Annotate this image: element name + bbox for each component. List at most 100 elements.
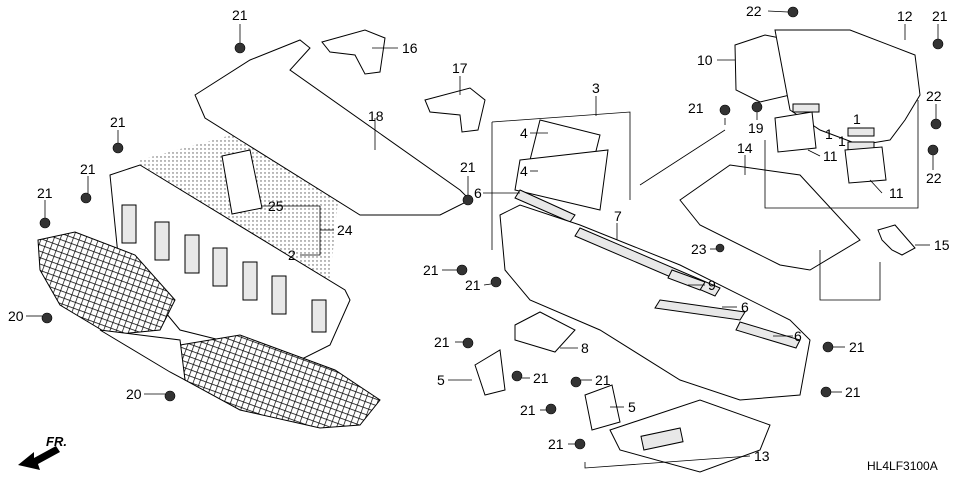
right-assembly bbox=[679, 29, 921, 271]
panel-slot bbox=[154, 221, 170, 261]
bolt-21 bbox=[456, 264, 468, 276]
bolt-21 bbox=[574, 438, 586, 450]
bolt-21 bbox=[39, 217, 51, 229]
callout-label: 13 bbox=[754, 448, 770, 464]
callout-label: 16 bbox=[402, 40, 418, 56]
callout-numbers: 21 16 17 18 21 21 21 25 24 2 20 20 3 4 4… bbox=[8, 3, 950, 464]
callout-label: 22 bbox=[746, 3, 762, 19]
clip-22 bbox=[927, 144, 939, 156]
strip-6c bbox=[735, 321, 801, 349]
callout-label: 21 bbox=[548, 436, 564, 452]
callout-label: 5 bbox=[628, 399, 636, 415]
callout-label: 14 bbox=[737, 140, 753, 156]
pad-11a bbox=[774, 111, 817, 153]
bracket-15 bbox=[877, 224, 916, 256]
clip-22 bbox=[930, 118, 942, 130]
floor-cover-assembly bbox=[37, 29, 486, 429]
strip-6b bbox=[654, 299, 746, 321]
bolt-21 bbox=[570, 376, 582, 388]
group-outline bbox=[764, 100, 919, 209]
callout-label: 21 bbox=[688, 100, 704, 116]
callout-label: 6 bbox=[794, 328, 802, 344]
callout-label: 22 bbox=[926, 88, 942, 104]
center-cover-assembly bbox=[474, 111, 811, 473]
callout-label: 21 bbox=[110, 114, 126, 130]
bolt-21 bbox=[820, 386, 832, 398]
callout-label: 11 bbox=[823, 148, 838, 164]
callout-label: 3 bbox=[592, 80, 600, 96]
callout-label: 22 bbox=[926, 170, 942, 186]
group-outline bbox=[491, 111, 631, 200]
bolt-21 bbox=[80, 192, 92, 204]
fasteners bbox=[39, 6, 944, 450]
front-direction-indicator: FR. bbox=[18, 434, 67, 470]
callout-label: 21 bbox=[849, 339, 865, 355]
seal-4b bbox=[514, 149, 609, 211]
bolt-21 bbox=[822, 341, 834, 353]
callout-label: 20 bbox=[8, 308, 24, 324]
callout-label: 18 bbox=[368, 108, 384, 124]
clip-5a bbox=[474, 349, 506, 396]
bolt-21 bbox=[112, 142, 124, 154]
callout-label: 21 bbox=[423, 262, 439, 278]
floor-mat-link bbox=[99, 329, 186, 381]
callout-label: 21 bbox=[465, 277, 481, 293]
bolt-21 bbox=[545, 403, 557, 415]
callout-label: 4 bbox=[520, 125, 528, 141]
callout-label: 21 bbox=[932, 8, 948, 24]
floor-mat-left bbox=[37, 231, 176, 336]
floor-mat-right bbox=[179, 334, 381, 429]
plate-13-slot bbox=[640, 427, 684, 451]
callout-label: 21 bbox=[595, 372, 611, 388]
insulator-25 bbox=[221, 149, 263, 215]
callout-label: 21 bbox=[533, 370, 549, 386]
bolt-21 bbox=[462, 194, 474, 206]
callout-label: 19 bbox=[748, 120, 764, 136]
bolt-21 bbox=[490, 276, 502, 288]
callout-label: 12 bbox=[897, 8, 913, 24]
clip-20 bbox=[41, 312, 53, 324]
callout-label: 21 bbox=[232, 7, 248, 23]
bolt-21 bbox=[511, 370, 523, 382]
panel-slot bbox=[121, 204, 137, 244]
callout-label: 10 bbox=[697, 52, 713, 68]
panel-slot bbox=[242, 261, 258, 301]
callout-label: 25 bbox=[268, 198, 284, 214]
callout-label: 1 bbox=[853, 111, 861, 127]
callout-label: 6 bbox=[741, 299, 749, 315]
callout-label: 4 bbox=[520, 163, 528, 179]
front-label: FR. bbox=[46, 434, 67, 449]
washer-23 bbox=[715, 243, 725, 253]
callout-label: 21 bbox=[460, 159, 476, 175]
panel-slot bbox=[212, 247, 228, 287]
callout-label: 8 bbox=[581, 340, 589, 356]
callout-label: 15 bbox=[934, 237, 950, 253]
bracket-16 bbox=[321, 29, 386, 75]
callout-label: 11 bbox=[889, 185, 904, 201]
callout-label: 1 bbox=[825, 126, 833, 142]
callout-label: 20 bbox=[126, 386, 142, 402]
callout-label: 21 bbox=[434, 334, 450, 350]
callout-label: 1 bbox=[838, 133, 846, 149]
leader-lines bbox=[26, 10, 939, 469]
callout-label: 2 bbox=[288, 247, 296, 263]
bracket-17 bbox=[424, 87, 486, 133]
plate-13 bbox=[609, 399, 771, 473]
callout-label: 5 bbox=[437, 372, 445, 388]
floor-cover-7 bbox=[499, 204, 811, 401]
panel-slot bbox=[184, 234, 200, 274]
callout-label: 17 bbox=[452, 60, 468, 76]
seal-1b bbox=[847, 127, 875, 137]
panel-slot bbox=[311, 299, 327, 333]
panel-slot bbox=[271, 275, 287, 315]
callout-label: 21 bbox=[520, 402, 536, 418]
grommet-19 bbox=[751, 101, 763, 113]
clip-20 bbox=[164, 390, 176, 402]
pad-11b bbox=[844, 146, 887, 184]
callout-label: 6 bbox=[474, 185, 482, 201]
callout-label: 9 bbox=[708, 277, 716, 293]
callout-label: 21 bbox=[845, 384, 861, 400]
clip-5b bbox=[584, 384, 621, 431]
